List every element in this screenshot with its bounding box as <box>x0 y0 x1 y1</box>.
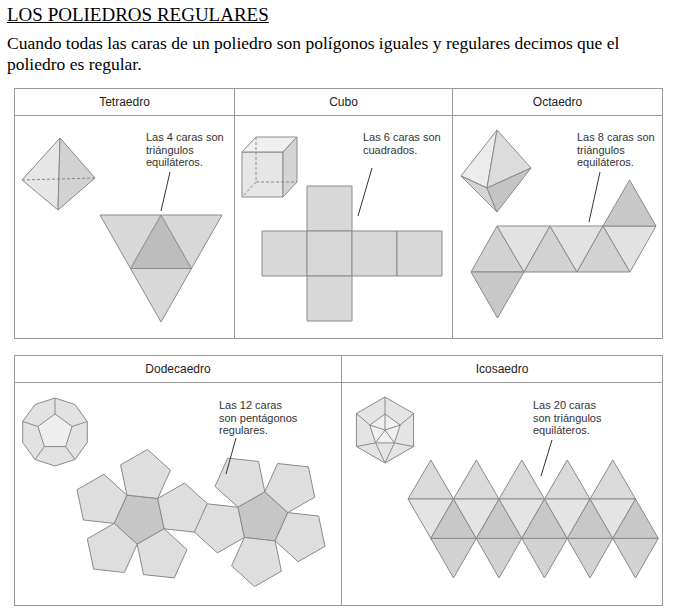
dodecahedron-net <box>87 523 137 572</box>
icosahedron-net <box>499 460 545 499</box>
cube-net <box>307 276 352 321</box>
edge-line <box>356 414 369 426</box>
panel-heading: Dodecaedro <box>15 356 341 383</box>
dodecahedron-solid <box>38 414 72 447</box>
hidden-edge <box>256 182 297 183</box>
page-title: LOS POLIEDROS REGULARES <box>7 4 269 26</box>
panel-heading: Cubo <box>235 89 452 116</box>
leader-line <box>358 168 372 216</box>
cube-solid <box>242 152 283 197</box>
edge-line <box>23 421 38 426</box>
dodecahedron-net <box>232 538 282 587</box>
polyhedron-panel: IcosaedroLas 20 caras son triángulos equ… <box>341 355 663 606</box>
panel-heading: Icosaedro <box>342 356 662 383</box>
edge-line <box>385 430 394 443</box>
callout-note: Las 8 caras son triángulos equiláteros. <box>577 131 657 169</box>
dodecahedron-net <box>121 449 171 498</box>
leader-line <box>226 438 236 474</box>
icosahedron-net <box>522 538 568 578</box>
polyhedron-panel: DodecaedroLas 12 caras son pentágonos re… <box>14 355 342 606</box>
polyhedron-panel: TetraedroLas 4 caras son triángulos equi… <box>14 88 235 339</box>
icosahedron-net <box>431 538 477 578</box>
tetrahedron-solid <box>58 138 95 210</box>
callout-note: Las 20 caras son triángulos equiláteros. <box>533 399 613 437</box>
icosahedron-net <box>545 460 591 499</box>
edge-line <box>385 414 386 430</box>
icosahedron-net <box>613 499 659 538</box>
edge-line <box>370 425 385 430</box>
edge-line <box>376 443 385 463</box>
panel-heading: Tetraedro <box>15 89 234 116</box>
edge-line <box>356 443 375 447</box>
edge-line <box>385 425 400 430</box>
edge-line <box>376 430 385 443</box>
polyhedron-panel: CuboLas 6 caras son cuadrados. <box>234 88 453 339</box>
cube-net <box>307 231 352 276</box>
dodecahedron-net <box>194 504 244 553</box>
intro-text: Cuando todas las caras de un poliedro so… <box>7 33 673 75</box>
leader-line <box>541 440 552 476</box>
octahedron-net <box>471 272 524 318</box>
icosahedron-net <box>590 460 636 499</box>
cube-net <box>262 231 307 276</box>
tetrahedron-net <box>100 215 222 322</box>
cube-net <box>352 231 397 276</box>
panel-heading: Octaedro <box>453 89 662 116</box>
cube-net <box>397 231 442 276</box>
edge-line <box>72 421 87 426</box>
dodecahedron-solid <box>23 398 88 466</box>
dodecahedron-net <box>137 529 187 578</box>
polyhedron-panel: OctaedroLas 8 caras son triángulos equil… <box>452 88 663 339</box>
hidden-edge <box>22 178 95 180</box>
edge-line <box>55 398 56 414</box>
edge-line <box>385 443 394 463</box>
leader-line <box>589 172 600 222</box>
dodecahedron-net <box>77 474 127 523</box>
dodecahedron-net <box>265 464 315 513</box>
icosahedron-solid <box>370 414 400 443</box>
callout-note: Las 4 caras son triángulos equiláteros. <box>146 131 226 169</box>
edge-line <box>35 447 44 460</box>
cube-net <box>307 186 352 231</box>
tetrahedron-solid <box>22 138 60 210</box>
cube-solid <box>283 137 297 197</box>
icosahedron-net <box>408 460 454 499</box>
icosahedron-solid <box>356 397 413 463</box>
callout-note: Las 12 caras son pentágonos regulares. <box>219 399 299 437</box>
callout-note: Las 6 caras son cuadrados. <box>363 131 443 156</box>
octahedron-solid <box>487 168 531 212</box>
hidden-edge <box>256 137 257 182</box>
edge-line <box>385 397 386 414</box>
icosahedron-net <box>567 538 613 578</box>
hidden-edge <box>242 182 256 197</box>
dodecahedron-net <box>275 513 325 562</box>
octahedron-net <box>603 226 656 272</box>
icosahedron-net <box>454 460 500 499</box>
leader-line <box>161 172 170 211</box>
icosahedron-net <box>613 538 659 578</box>
tetrahedron-net <box>131 215 192 269</box>
icosahedron-net <box>476 538 522 578</box>
edge-line <box>400 414 413 426</box>
octahedron-net <box>603 180 656 226</box>
edge-line <box>394 443 413 447</box>
edge-line <box>66 447 75 460</box>
dodecahedron-net <box>215 458 265 507</box>
